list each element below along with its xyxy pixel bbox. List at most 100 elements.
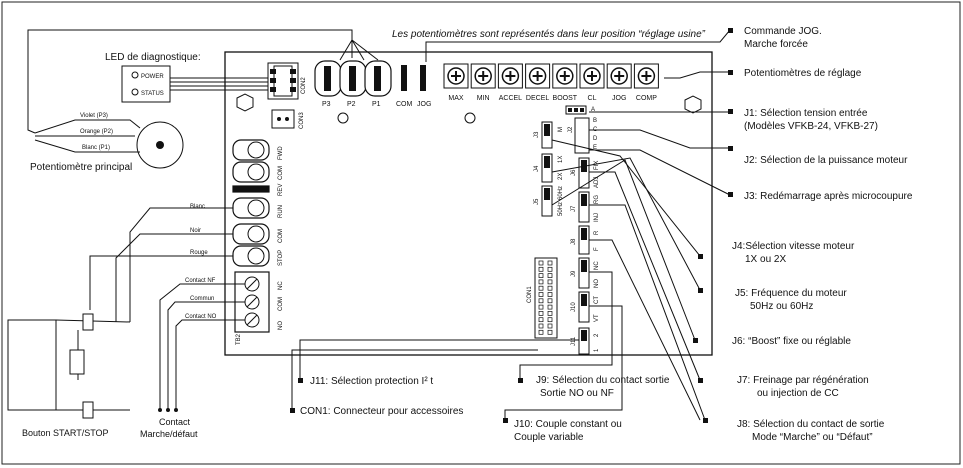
contact-terminal-2 [166, 408, 170, 412]
j8-callout-2: Mode “Marche” ou “Défaut” [752, 432, 873, 443]
j6-callout: J6: “Boost” fixe ou réglable [732, 336, 851, 347]
j10-cap [581, 294, 587, 306]
relay-commun-label: Commun [190, 296, 214, 302]
status-led-label: STATUS [141, 91, 164, 97]
j5-50-label: 50Hz [558, 202, 564, 216]
j1-pin-e: E [593, 145, 597, 151]
j6-adj-label: ADJ [594, 177, 600, 188]
j11-callout: J11: Sélection protection I² t [310, 376, 433, 387]
j2-callout: J2: Sélection de la puissance moteur [744, 155, 908, 166]
mounting-holes [236, 93, 702, 124]
power-led-label: POWER [141, 74, 164, 80]
pot-p3-label: P3 [322, 101, 331, 108]
con1-callout: CON1: Connecteur pour accessoires [300, 406, 463, 417]
con1-pin [538, 260, 544, 266]
trimmer-jog: JOG [606, 63, 632, 102]
contact-label-1: Contact [159, 417, 191, 427]
j10-callout-2: Couple variable [514, 432, 584, 443]
con1-pin [547, 266, 553, 272]
j5-label: J5 [534, 198, 540, 205]
con1-pin [538, 273, 544, 278]
con1-pin [547, 260, 553, 266]
jog-callout-2: Marche forcée [744, 39, 808, 50]
con1-pin [538, 304, 544, 310]
leader-arrows [290, 28, 733, 423]
con1-pin [547, 292, 553, 297]
j11-1-label: 1 [594, 348, 600, 352]
trimmer-label: MAX [448, 95, 464, 102]
relay-nf-label: Contact NF [185, 278, 216, 284]
run-label: RUN [278, 205, 284, 218]
j3-callout: J3: Redémarrage après microcoupure [744, 191, 913, 202]
relay-wiring [159, 283, 245, 410]
j1-callout-2: (Modèles VFKB-24, VFKB-27) [744, 121, 878, 132]
led-title: LED de diagnostique: [105, 52, 201, 63]
con2-label: CON2 [301, 77, 307, 94]
trimmer-boost: BOOST [552, 63, 578, 102]
j10-vt-label: VT [594, 314, 600, 322]
wire-blanc: Blanc [190, 204, 205, 210]
j3-label: J3 [534, 131, 540, 138]
j9-callout-2: Sortie NO ou NF [540, 388, 614, 399]
power-led [131, 71, 139, 79]
com-label: COM [396, 101, 413, 108]
j3-m-label: M [558, 127, 564, 132]
j5-cap [544, 188, 550, 200]
j3-cap [544, 124, 550, 136]
con1-pin [547, 317, 553, 323]
jog-label: JOG [417, 101, 431, 108]
jog-callout-1: Commande JOG. [744, 26, 822, 37]
con1-pin [538, 279, 544, 285]
j9-jumper [578, 257, 590, 289]
j9-no-label: NO [594, 279, 600, 288]
trimmer-comp: COMP [633, 63, 659, 102]
j8-cap [581, 228, 587, 240]
j4-1x-label: 1X [558, 156, 564, 163]
con3-connector [271, 109, 295, 129]
trimmer-label: BOOST [553, 95, 578, 102]
start-stop-wiring [7, 207, 233, 411]
header-note: Les potentiomètres sont représentés dans… [392, 29, 706, 40]
con1-pin [538, 298, 544, 304]
com-b-label: COM [278, 229, 284, 243]
con1-pin [538, 285, 544, 291]
j5-60-label: 60Hz [558, 186, 564, 200]
rev-label: REV [278, 184, 284, 196]
trimmer-cl: CL [579, 63, 605, 102]
j9-nc-label: NC [594, 261, 600, 270]
no-label: NO [278, 321, 284, 330]
con1-pin [538, 311, 544, 316]
j1-pin-d: D [593, 136, 598, 142]
j5-jumper [541, 185, 553, 217]
led-cable [170, 77, 268, 91]
contact-terminal-3 [174, 408, 178, 412]
con1-pin [547, 285, 553, 291]
control-board [224, 51, 713, 356]
j7-cap [581, 194, 587, 206]
wire-orange-label: Orange (P2) [80, 129, 113, 135]
trimmer-max: MAX [443, 63, 469, 102]
j10-callout-1: J10: Couple constant ou [514, 419, 622, 430]
wire-rouge: Rouge [190, 250, 208, 256]
con1-pin [547, 323, 553, 329]
main-pot-wires [27, 29, 379, 153]
j8-f-label: F [594, 247, 600, 251]
con1-pin [547, 329, 553, 335]
j4-callout-1: J4:Sélection vitesse moteur [732, 241, 855, 252]
wire-noir: Noir [190, 228, 201, 234]
tb2-terminal-block [234, 271, 270, 333]
contact-terminal-1 [158, 408, 162, 412]
con1-pin [538, 323, 544, 329]
j11-cap [581, 330, 587, 341]
j10-label: J10 [571, 302, 577, 312]
j7-callout-1: J7: Freinage par régénération [737, 375, 869, 386]
j2-label: J2 [568, 126, 574, 133]
j4-2x-label: 2X [558, 173, 564, 180]
com-c-label: COM [278, 297, 284, 311]
contact-label-2: Marche/défaut [140, 429, 198, 439]
pots-callout: Potentiomètres de réglage [744, 68, 862, 79]
trimmer-label: CL [588, 95, 597, 102]
start-stop-button-label: Bouton START/STOP [22, 428, 109, 438]
